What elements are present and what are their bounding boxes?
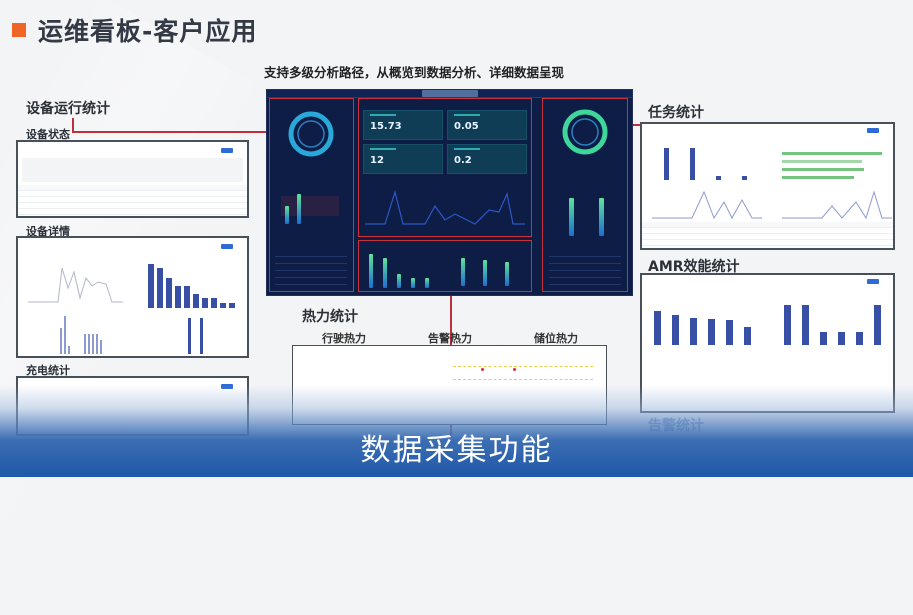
- right-table: [549, 250, 621, 286]
- highlight-left-panel: [269, 98, 354, 292]
- kpi-card: 12: [363, 144, 443, 174]
- ops-dashboard-screenshot: 15.73 0.05 12 0.2: [266, 89, 633, 296]
- bar-chart-descending: [148, 262, 243, 308]
- heat-path: [453, 366, 593, 380]
- section-charging: 充电统计: [26, 364, 70, 377]
- heat-point: [481, 368, 484, 371]
- section-device-run: 设备运行统计: [26, 101, 110, 117]
- page-subtitle: 支持多级分析路径，从概览到数据分析、详细数据呈现: [264, 65, 565, 80]
- donut-chart: [562, 109, 608, 155]
- section-device-status: 设备状态: [26, 128, 70, 141]
- left-bar-chart: [281, 186, 341, 224]
- highlight-bottom-panel: [358, 240, 532, 292]
- dashboard-title: [422, 90, 478, 97]
- bar-chart-pair: [178, 316, 208, 354]
- highlight-center-panel: [358, 98, 532, 237]
- left-table: [275, 250, 347, 286]
- trend-line-chart: [365, 189, 525, 225]
- title-accent-square: [12, 23, 26, 37]
- donut-chart: [288, 111, 334, 157]
- heat-point: [513, 368, 516, 371]
- connector-line: [72, 131, 268, 133]
- kpi-card: 0.05: [447, 110, 527, 140]
- bottom-bar-chart-2: [451, 250, 521, 286]
- query-button[interactable]: [221, 148, 233, 153]
- section-amr: AMR效能统计: [648, 259, 740, 275]
- right-bar-chart: [559, 196, 619, 236]
- highlight-right-panel: [542, 98, 628, 292]
- device-detail-screenshot: [16, 236, 249, 358]
- kpi-card: 0.2: [447, 144, 527, 174]
- amr-bar-chart-2: [782, 301, 892, 345]
- section-device-detail: 设备详情: [26, 225, 70, 238]
- kpi-card: 15.73: [363, 110, 443, 140]
- task-line-chart: [652, 190, 762, 220]
- section-heat: 热力统计: [302, 309, 358, 325]
- query-button[interactable]: [867, 279, 879, 284]
- status-summary-cards: [22, 158, 243, 182]
- caption-gradient: [0, 385, 913, 477]
- video-caption: 数据采集功能: [360, 433, 553, 468]
- device-status-screenshot: [16, 140, 249, 218]
- connector-line: [72, 118, 74, 132]
- amr-bar-chart-1: [652, 305, 762, 345]
- task-bar-chart: [654, 144, 754, 180]
- task-screenshot: [640, 122, 895, 250]
- task-table: [642, 222, 893, 246]
- section-task: 任务统计: [648, 105, 704, 121]
- query-button[interactable]: [867, 128, 879, 133]
- query-button[interactable]: [221, 244, 233, 249]
- heat-label-storage: 储位热力: [534, 332, 578, 345]
- heat-label-driving: 行驶热力: [322, 332, 366, 345]
- status-table: [18, 185, 247, 216]
- page-title: 运维看板-客户应用: [38, 17, 258, 46]
- heat-label-alarm: 告警热力: [428, 332, 472, 345]
- bottom-bar-chart-1: [365, 250, 435, 288]
- task-hbar-chart: [782, 146, 892, 186]
- bar-chart-light: [48, 316, 128, 354]
- task-line-chart-2: [782, 190, 892, 220]
- page-header: 运维看板-客户应用: [12, 12, 257, 48]
- line-chart: [28, 267, 123, 303]
